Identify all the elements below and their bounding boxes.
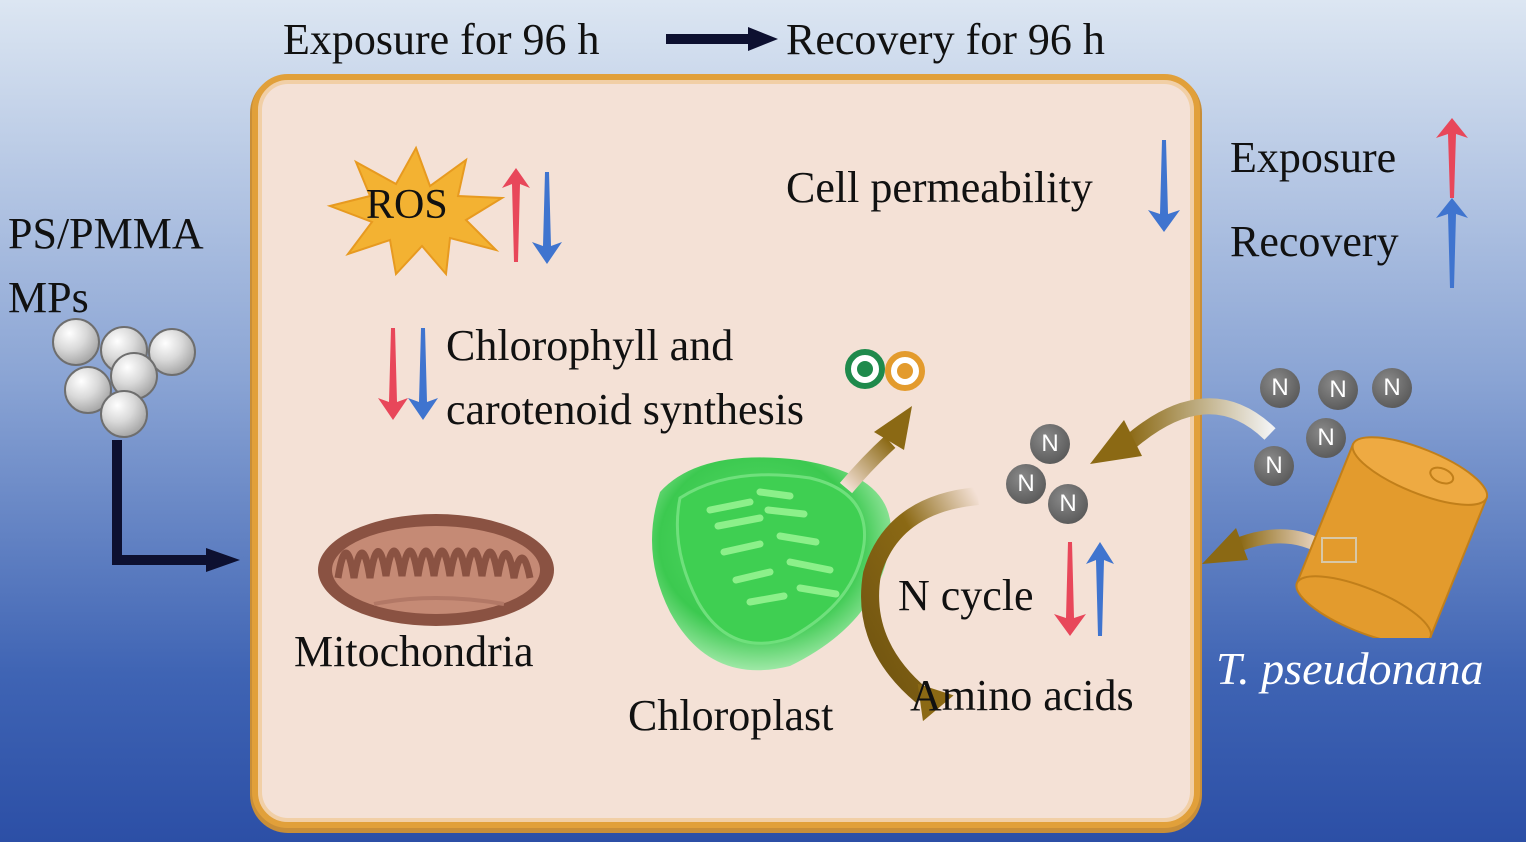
n-cycle-exposure-down-arrow-icon: [1054, 542, 1086, 636]
nitrogen-particle: N: [1254, 446, 1294, 486]
permeability-recovery-down-arrow-icon: [1148, 140, 1180, 232]
n-cycle-recovery-up-arrow-icon: [1086, 542, 1114, 636]
pigment-molecules-icon: [845, 349, 925, 391]
organism-label: T. pseudonana: [1216, 643, 1484, 694]
mitochondria-icon: [318, 514, 554, 626]
pigments-label-line2: carotenoid synthesis: [446, 385, 805, 434]
microplastic-sphere: [100, 390, 148, 438]
entry-arrow-icon: [112, 440, 240, 572]
nitrogen-particle: N: [1318, 370, 1358, 410]
ros-recovery-down-arrow-icon: [532, 172, 562, 264]
ros-exposure-up-arrow-icon: [502, 168, 530, 262]
chloroplast-label: Chloroplast: [628, 691, 834, 740]
ros-burst-icon: [326, 145, 506, 277]
cell-permeability-label: Cell permeability: [786, 163, 1093, 212]
legend-recovery-label: Recovery: [1230, 217, 1399, 266]
nitrogen-particle: N: [1372, 368, 1412, 408]
microplastic-sphere: [148, 328, 196, 376]
nitrogen-particle: N: [1006, 464, 1046, 504]
exposure-period-label: Exposure for 96 h: [283, 15, 600, 64]
microplastics-label-line2: MPs: [8, 273, 89, 322]
diatom-cell-icon: [1295, 436, 1489, 638]
pigments-label-line1: Chlorophyll and: [446, 321, 734, 370]
nitrogen-particle: N: [1260, 368, 1300, 408]
amino-acids-label: Amino acids: [910, 671, 1134, 720]
n-cycle-flow-arrow-icon: [861, 487, 979, 722]
nitrogen-particle: N: [1306, 418, 1346, 458]
pigments-recovery-down-arrow-icon: [408, 328, 438, 420]
pigment-synthesis-flow-arrow-icon: [839, 406, 912, 494]
microplastic-sphere: [52, 318, 100, 366]
nitrogen-particle: N: [1048, 484, 1088, 524]
nitrogen-particle: N: [1030, 424, 1070, 464]
legend-exposure-label: Exposure: [1230, 133, 1397, 182]
legend-recovery-up-arrow-icon: [1436, 198, 1468, 288]
process-arrow-icon: [666, 27, 778, 51]
n-cycle-label: N cycle: [898, 571, 1034, 620]
nitrogen-uptake-flow-arrow-icon: [1090, 398, 1276, 464]
chloroplast-icon: [652, 457, 891, 671]
microplastics-label-line1: PS/PMMA: [8, 209, 204, 258]
ros-label: ROS: [366, 182, 448, 228]
recovery-period-label: Recovery for 96 h: [786, 15, 1105, 64]
mitochondria-label: Mitochondria: [294, 627, 534, 676]
pigments-exposure-down-arrow-icon: [378, 328, 408, 420]
legend-exposure-up-arrow-icon: [1436, 118, 1468, 198]
